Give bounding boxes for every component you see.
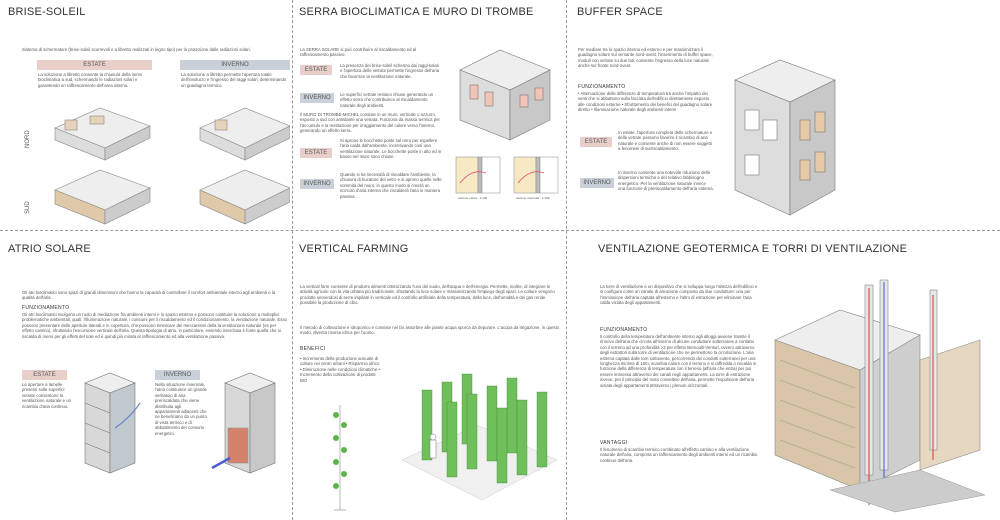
- brise-soleil-models-illustration: [54, 107, 290, 225]
- brise-estate-text: La soluzione a libretto consente la chiu…: [38, 72, 142, 88]
- atrio-estate-text: Le aperture a lamelle presenti sulle sup…: [22, 382, 71, 409]
- farming-hydroponic-tower-illustration: [333, 405, 347, 511]
- brise-intro: Sistema di schermature (brise-soleil sco…: [22, 47, 251, 52]
- buffer-estate-text: In estate, l'apertura completa delle sch…: [618, 130, 713, 152]
- serra-building-illustration: [459, 49, 551, 141]
- atrio-func-text: Gli atri bioclimatici svolgono un ruolo …: [22, 312, 287, 339]
- divider-middle: [0, 230, 1000, 231]
- serra-title: SERRA BIOCLIMATICA E MURO DI TROMBE: [299, 6, 534, 18]
- buffer-inverno-text: In inverno consente una notevole riduzio…: [618, 170, 714, 192]
- brise-inverno-tag: INVERNO: [180, 60, 290, 70]
- ventilazione-func-head: FUNZIONAMENTO: [600, 327, 648, 333]
- serra-inverno-tag: INVERNO: [300, 93, 334, 103]
- farming-stacked-greenhouse-illustration: [401, 373, 558, 501]
- buffer-estate-tag: ESTATE: [580, 137, 612, 147]
- brise-inverno-text: La soluzione a libretto permette l'apert…: [181, 72, 287, 88]
- serra-inverno2-tag: INVERNO: [300, 179, 334, 189]
- buffer-inverno-tag: INVERNO: [580, 178, 614, 188]
- brise-title: BRISE-SOLEIL: [8, 6, 86, 18]
- atrio-inverno-text: Nella situazione invernale, l'atrio cost…: [155, 382, 207, 436]
- serra-caption-winter: sezione invernale - 1:100: [516, 196, 550, 200]
- serra-caption-summer: sezione estiva - 1:100: [458, 196, 488, 200]
- atrio-title: ATRIO SOLARE: [8, 243, 91, 255]
- serra-inverno2-text: Quando si ha necessità di riscaldare l'a…: [340, 172, 442, 199]
- serra-muro-text: Il MURO DI TROMBE-MICHEL consiste in un …: [300, 112, 440, 134]
- farming-intro: La vertical farm consente di produrre al…: [300, 284, 555, 306]
- ventilazione-intro: La torre di ventilazione è un dispositiv…: [600, 284, 758, 306]
- atrio-summer-illustration: [84, 372, 141, 474]
- serra-estate-tag: ESTATE: [300, 65, 332, 75]
- serra-estate2-tag: ESTATE: [300, 148, 332, 158]
- farming-title: VERTICAL FARMING: [299, 243, 409, 255]
- atrio-winter-illustration: [211, 372, 276, 474]
- farming-benefits-text: • Incremento della produzione annuale di…: [300, 356, 380, 383]
- buffer-title: BUFFER SPACE: [577, 6, 663, 18]
- brise-sud-label: SUD: [25, 201, 31, 214]
- atrio-inverno-tag: INVERNO: [155, 370, 200, 380]
- divider-left: [292, 0, 293, 520]
- atrio-intro: Gli atri bioclimatici sono spazi di gran…: [22, 290, 276, 301]
- ventilazione-vantaggi-text: Il fenomeno di scambio termico combinato…: [600, 447, 758, 463]
- divider-right: [566, 0, 567, 520]
- brise-nord-label: NORD: [25, 130, 31, 148]
- farming-benefits-head: BENEFICI: [300, 346, 326, 352]
- ventilazione-func-text: Il controllo della temperatura dell'ambi…: [600, 334, 757, 388]
- buffer-func-text: • Attenuazione delle differenze di tempe…: [578, 91, 713, 113]
- buffer-func-head: FUNZIONAMENTO: [578, 84, 626, 90]
- ventilazione-title: VENTILAZIONE GEOTERMICA E TORRI DI VENTI…: [598, 243, 908, 255]
- brise-estate-tag: ESTATE: [37, 60, 152, 70]
- serra-sections-illustration: [455, 156, 559, 194]
- ventilazione-building-illustration: [774, 279, 986, 513]
- serra-intro: La SERRA SOLARE si può contribuire al ri…: [300, 47, 417, 58]
- ventilazione-vantaggi-head: VANTAGGI: [600, 440, 628, 446]
- atrio-estate-tag: ESTATE: [22, 370, 67, 380]
- buffer-intro: Per mediare tra lo spazio interno ed est…: [578, 47, 713, 69]
- serra-estate2-text: Si aprono le bocchette poste sul retro p…: [340, 138, 442, 160]
- farming-method-text: Il metodo di coltivazione è idroponico e…: [300, 325, 560, 336]
- atrio-func-head: FUNZIONAMENTO: [22, 305, 70, 311]
- serra-inverno-text: Le superfici vetrate restano chiuse gene…: [340, 92, 434, 108]
- serra-estate-text: La presenza dei brise-soleil schermo dai…: [340, 63, 440, 79]
- buffer-building-illustration: [734, 59, 836, 216]
